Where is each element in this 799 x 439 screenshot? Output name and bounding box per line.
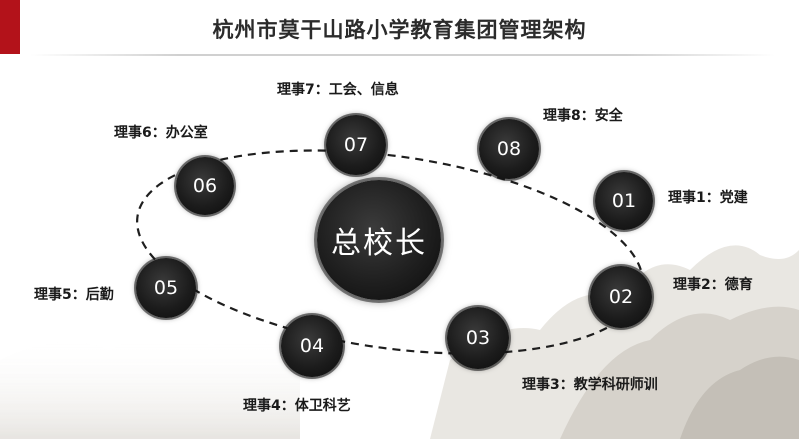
node-06[interactable]: 06 — [176, 157, 234, 215]
landscape-background — [0, 245, 799, 439]
node-number: 05 — [153, 277, 179, 299]
node-label-04: 理事4：体卫科艺 — [243, 398, 351, 414]
node-number: 06 — [192, 175, 218, 197]
title-accent-bar — [0, 0, 20, 54]
node-number: 01 — [611, 190, 637, 212]
node-07[interactable]: 07 — [326, 115, 386, 175]
node-01[interactable]: 01 — [595, 172, 653, 230]
node-03[interactable]: 03 — [447, 307, 509, 369]
node-label-03: 理事3：教学科研师训 — [522, 377, 658, 393]
principal-node[interactable]: 总校长 — [317, 180, 441, 300]
node-02[interactable]: 02 — [590, 266, 652, 328]
node-label-05: 理事5：后勤 — [34, 287, 114, 303]
node-label-01: 理事1：党建 — [668, 190, 748, 206]
node-08[interactable]: 08 — [479, 119, 539, 179]
node-number: 04 — [299, 335, 325, 357]
node-number: 08 — [496, 138, 522, 160]
node-number: 02 — [608, 286, 634, 308]
node-04[interactable]: 04 — [281, 315, 343, 377]
diagram-title: 杭州市莫干山路小学教育集团管理架构 — [212, 18, 587, 42]
node-label-06: 理事6：办公室 — [114, 125, 208, 141]
node-number: 07 — [343, 134, 369, 156]
node-label-08: 理事8：安全 — [543, 108, 623, 124]
node-05[interactable]: 05 — [136, 258, 196, 318]
principal-label: 总校长 — [331, 226, 427, 261]
node-label-02: 理事2：德育 — [673, 277, 753, 293]
title-divider — [30, 54, 775, 56]
node-number: 03 — [465, 327, 491, 349]
node-label-07: 理事7：工会、信息 — [277, 82, 399, 98]
